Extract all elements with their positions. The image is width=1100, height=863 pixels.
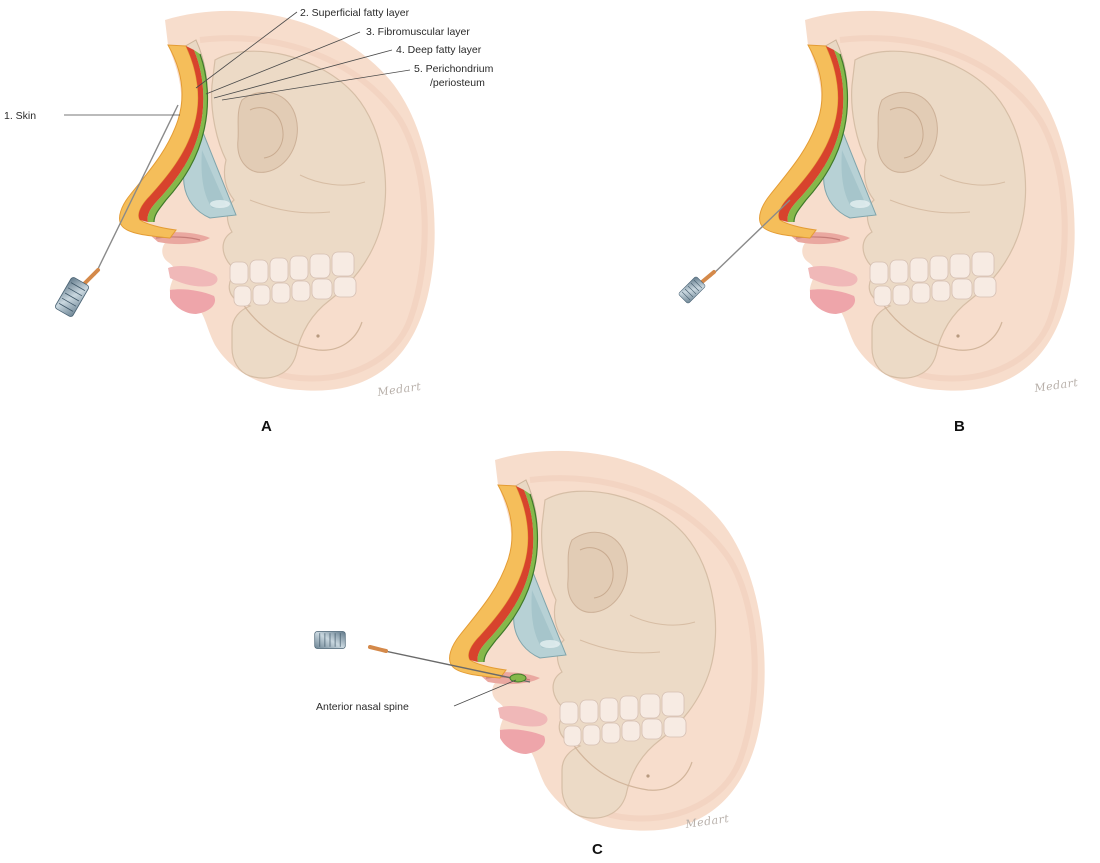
label-skin: 1. Skin <box>4 110 36 122</box>
label-anterior-nasal-spine: Anterior nasal spine <box>316 701 409 713</box>
signature-b: Medart <box>1033 376 1080 395</box>
label-perichondrium: 5. Perichondrium <box>414 63 494 75</box>
face-cross-section-a <box>120 11 435 391</box>
label-fibromuscular: 3. Fibromuscular layer <box>366 26 470 38</box>
panel-letter-b: B <box>954 418 965 435</box>
label-deep-fatty: 4. Deep fatty layer <box>396 44 482 56</box>
panel-b: Medart B <box>678 11 1079 435</box>
anterior-nasal-spine <box>510 674 526 682</box>
signature-a: Medart <box>376 380 423 399</box>
panel-letter-a: A <box>261 418 272 435</box>
panel-c: Anterior nasal spine Medart C <box>315 451 765 858</box>
face-cross-section-b <box>760 11 1075 391</box>
panel-a: 1. Skin 2. Superficial fatty layer 3. Fi… <box>4 7 494 435</box>
cannula-b <box>678 200 790 304</box>
face-cross-section-c <box>450 451 765 831</box>
panel-letter-c: C <box>592 841 603 858</box>
label-periosteum: /periosteum <box>430 77 485 89</box>
label-superficial-fatty: 2. Superficial fatty layer <box>300 7 410 19</box>
